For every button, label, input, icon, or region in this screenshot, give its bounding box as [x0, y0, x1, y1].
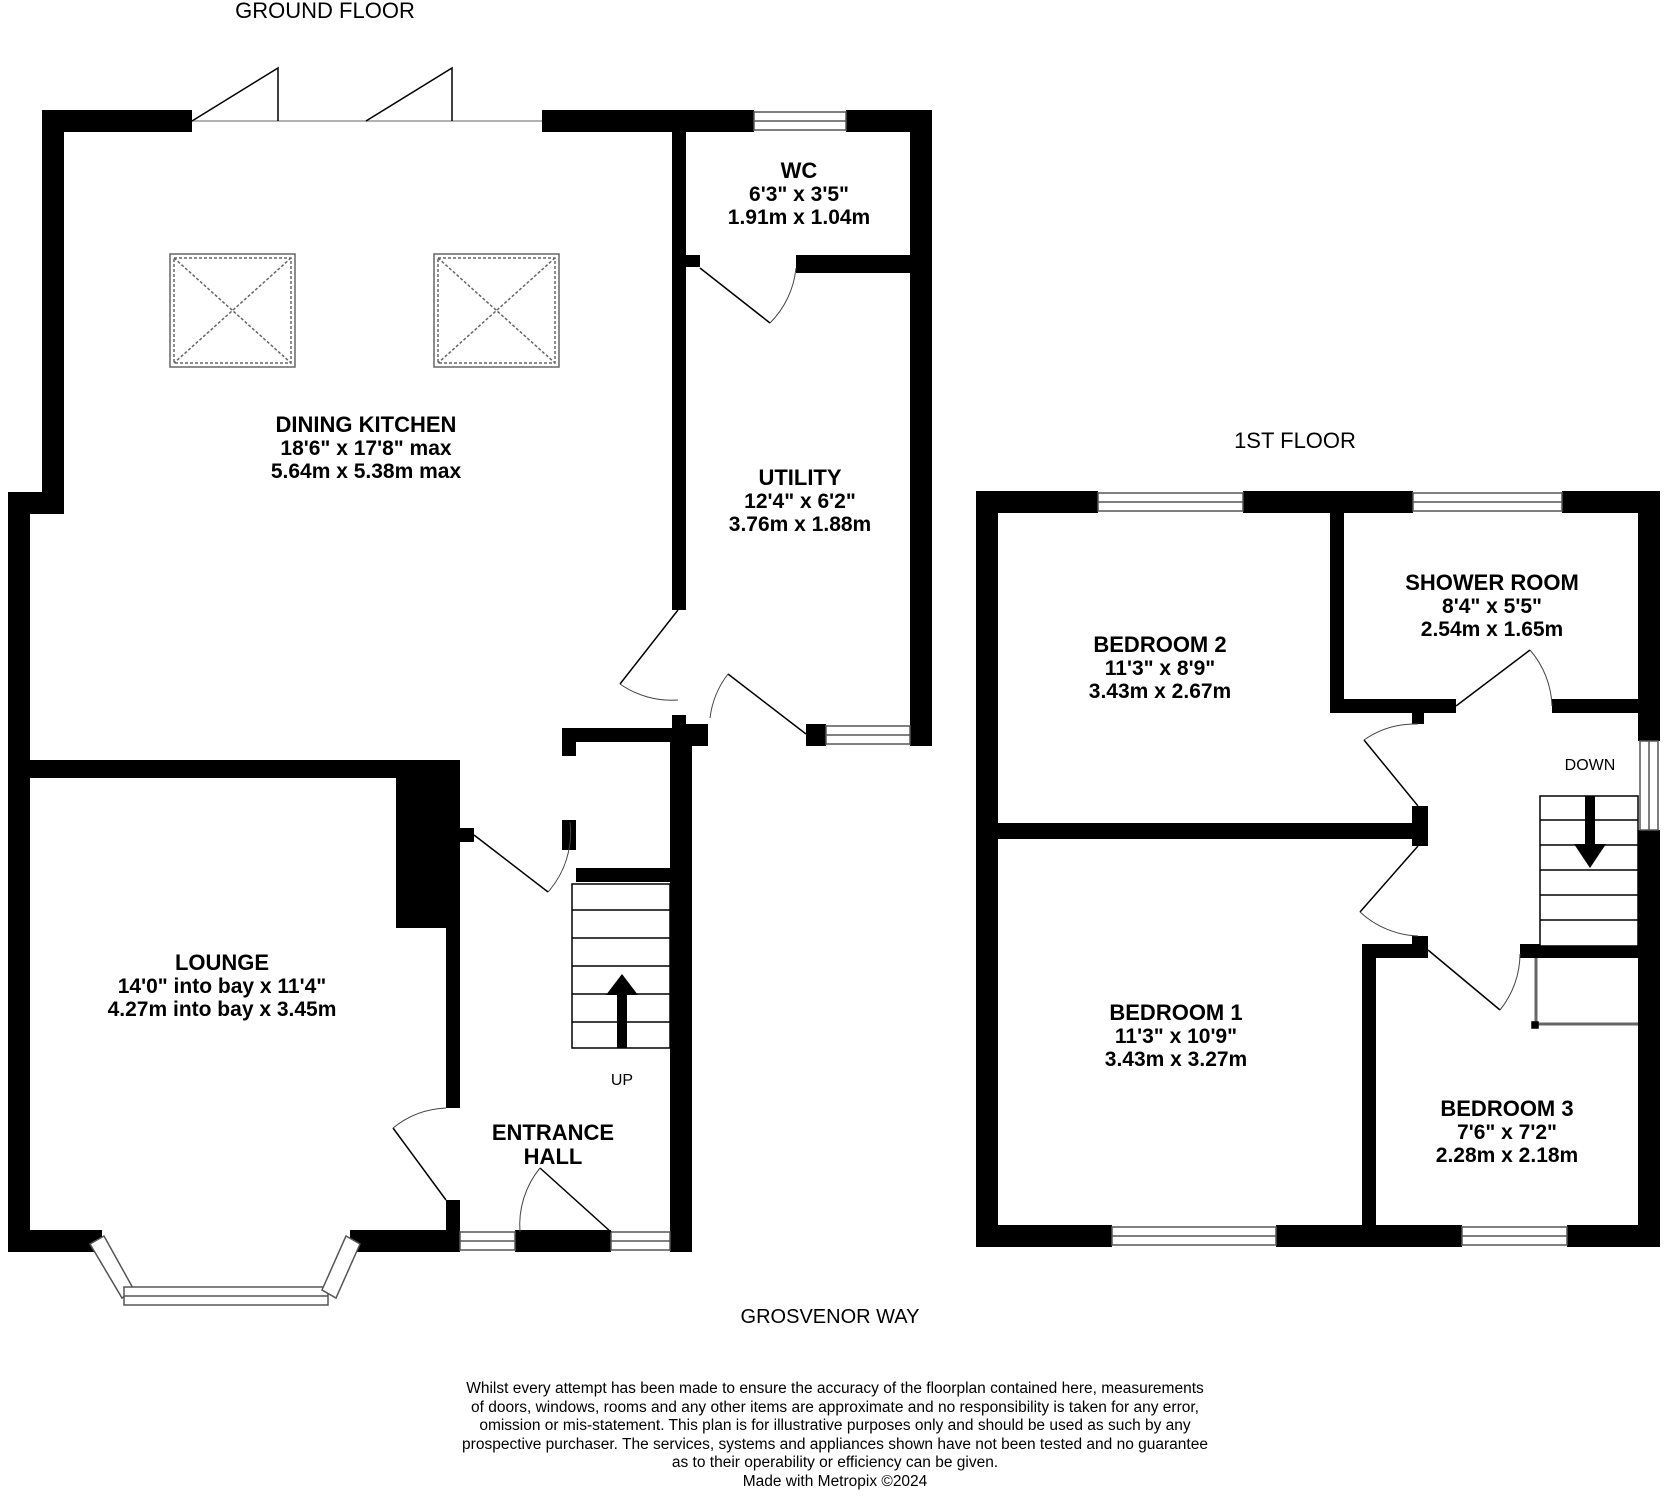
room-dimension-metric: 3.43m x 2.67m	[1089, 680, 1231, 703]
disclaimer-line: as to their operability or efficiency ca…	[671, 1454, 999, 1471]
first-floor-walls	[976, 491, 1660, 1247]
ground-floor-plan	[8, 66, 932, 1306]
room-name: SHOWER ROOM	[1405, 570, 1579, 595]
room-name: WC	[781, 158, 818, 183]
disclaimer-line: of doors, windows, rooms and any other i…	[470, 1398, 1199, 1416]
stairs-up-arrow-icon	[617, 990, 627, 1048]
ground-floor-staircase	[571, 883, 671, 1049]
skylight-right	[433, 253, 560, 368]
room-dimension-imperial: 12'4" x 6'2"	[744, 490, 856, 513]
room-dimension-imperial: 6'3" x 3'5"	[749, 183, 849, 206]
room-name-line1: ENTRANCE	[492, 1120, 614, 1145]
ground-floor-windows	[88, 111, 911, 1306]
first-floor-title: 1ST FLOOR	[1234, 428, 1356, 453]
ground-floor-title: GROUND FLOOR	[235, 0, 415, 23]
room-dimension-imperial: 8'4" x 5'5"	[1442, 595, 1542, 618]
room-name: BEDROOM 3	[1440, 1096, 1573, 1121]
room-bedroom-2: BEDROOM 2 11'3" x 8'9" 3.43m x 2.67m	[1089, 632, 1231, 703]
stairs-up-label: UP	[611, 1072, 633, 1089]
room-lounge: LOUNGE 14'0" into bay x 11'4" 4.27m into…	[108, 950, 337, 1021]
room-wc: WC 6'3" x 3'5" 1.91m x 1.04m	[728, 158, 870, 229]
disclaimer-line: prospective purchaser. The services, sys…	[462, 1435, 1208, 1453]
room-dimension-metric: 2.54m x 1.65m	[1421, 618, 1563, 641]
room-dimension-metric: 5.64m x 5.38m max	[271, 460, 462, 483]
first-floor-plan	[976, 491, 1660, 1247]
room-name: BEDROOM 2	[1093, 632, 1226, 657]
stairs-down-label: DOWN	[1565, 757, 1616, 774]
disclaimer: Whilst every attempt has been made to en…	[410, 1380, 1260, 1491]
room-name: UTILITY	[758, 465, 841, 490]
first-floor-windows	[1097, 492, 1659, 1246]
copyright: Made with Metropix ©2024	[742, 1472, 928, 1490]
room-dimension-imperial: 18'6" x 17'8" max	[280, 437, 452, 460]
disclaimer-line: omission or mis-statement. This plan is …	[479, 1417, 1191, 1434]
room-utility: UTILITY 12'4" x 6'2" 3.76m x 1.88m	[729, 465, 871, 536]
room-dimension-metric: 2.28m x 2.18m	[1436, 1144, 1578, 1167]
room-dining-kitchen: DINING KITCHEN 18'6" x 17'8" max 5.64m x…	[271, 412, 462, 483]
room-bedroom-1: BEDROOM 1 11'3" x 10'9" 3.43m x 3.27m	[1105, 1000, 1247, 1071]
room-name: BEDROOM 1	[1109, 1000, 1242, 1025]
ground-floor-walls	[8, 110, 932, 1252]
room-bedroom-3: BEDROOM 3 7'6" x 7'2" 2.28m x 2.18m	[1436, 1096, 1578, 1167]
room-name-line2: HALL	[524, 1144, 583, 1169]
street-name: GROSVENOR WAY	[741, 1306, 920, 1328]
room-dimension-metric: 3.76m x 1.88m	[729, 513, 871, 536]
room-dimension-imperial: 11'3" x 10'9"	[1115, 1025, 1237, 1048]
room-dimension-metric: 3.43m x 3.27m	[1105, 1048, 1247, 1071]
rear-doors	[191, 66, 542, 122]
room-dimension-imperial: 11'3" x 8'9"	[1105, 657, 1216, 680]
room-dimension-metric: 4.27m into bay x 3.45m	[108, 998, 337, 1021]
ground-floor-door-swings	[392, 267, 807, 1233]
disclaimer-line: Whilst every attempt has been made to en…	[466, 1380, 1204, 1397]
skylight-left	[169, 253, 296, 368]
first-floor-door-swings	[1359, 649, 1638, 1029]
room-name: DINING KITCHEN	[276, 412, 457, 437]
room-name: LOUNGE	[175, 950, 269, 975]
room-shower-room: SHOWER ROOM 8'4" x 5'5" 2.54m x 1.65m	[1405, 570, 1579, 641]
first-floor-staircase	[1539, 795, 1639, 947]
room-dimension-imperial: 7'6" x 7'2"	[1457, 1121, 1557, 1144]
room-dimension-imperial: 14'0" into bay x 11'4"	[118, 975, 327, 998]
room-dimension-metric: 1.91m x 1.04m	[728, 206, 870, 229]
stairs-down-arrow-icon	[1585, 796, 1595, 848]
room-entrance-hall: ENTRANCE HALL	[492, 1120, 614, 1169]
